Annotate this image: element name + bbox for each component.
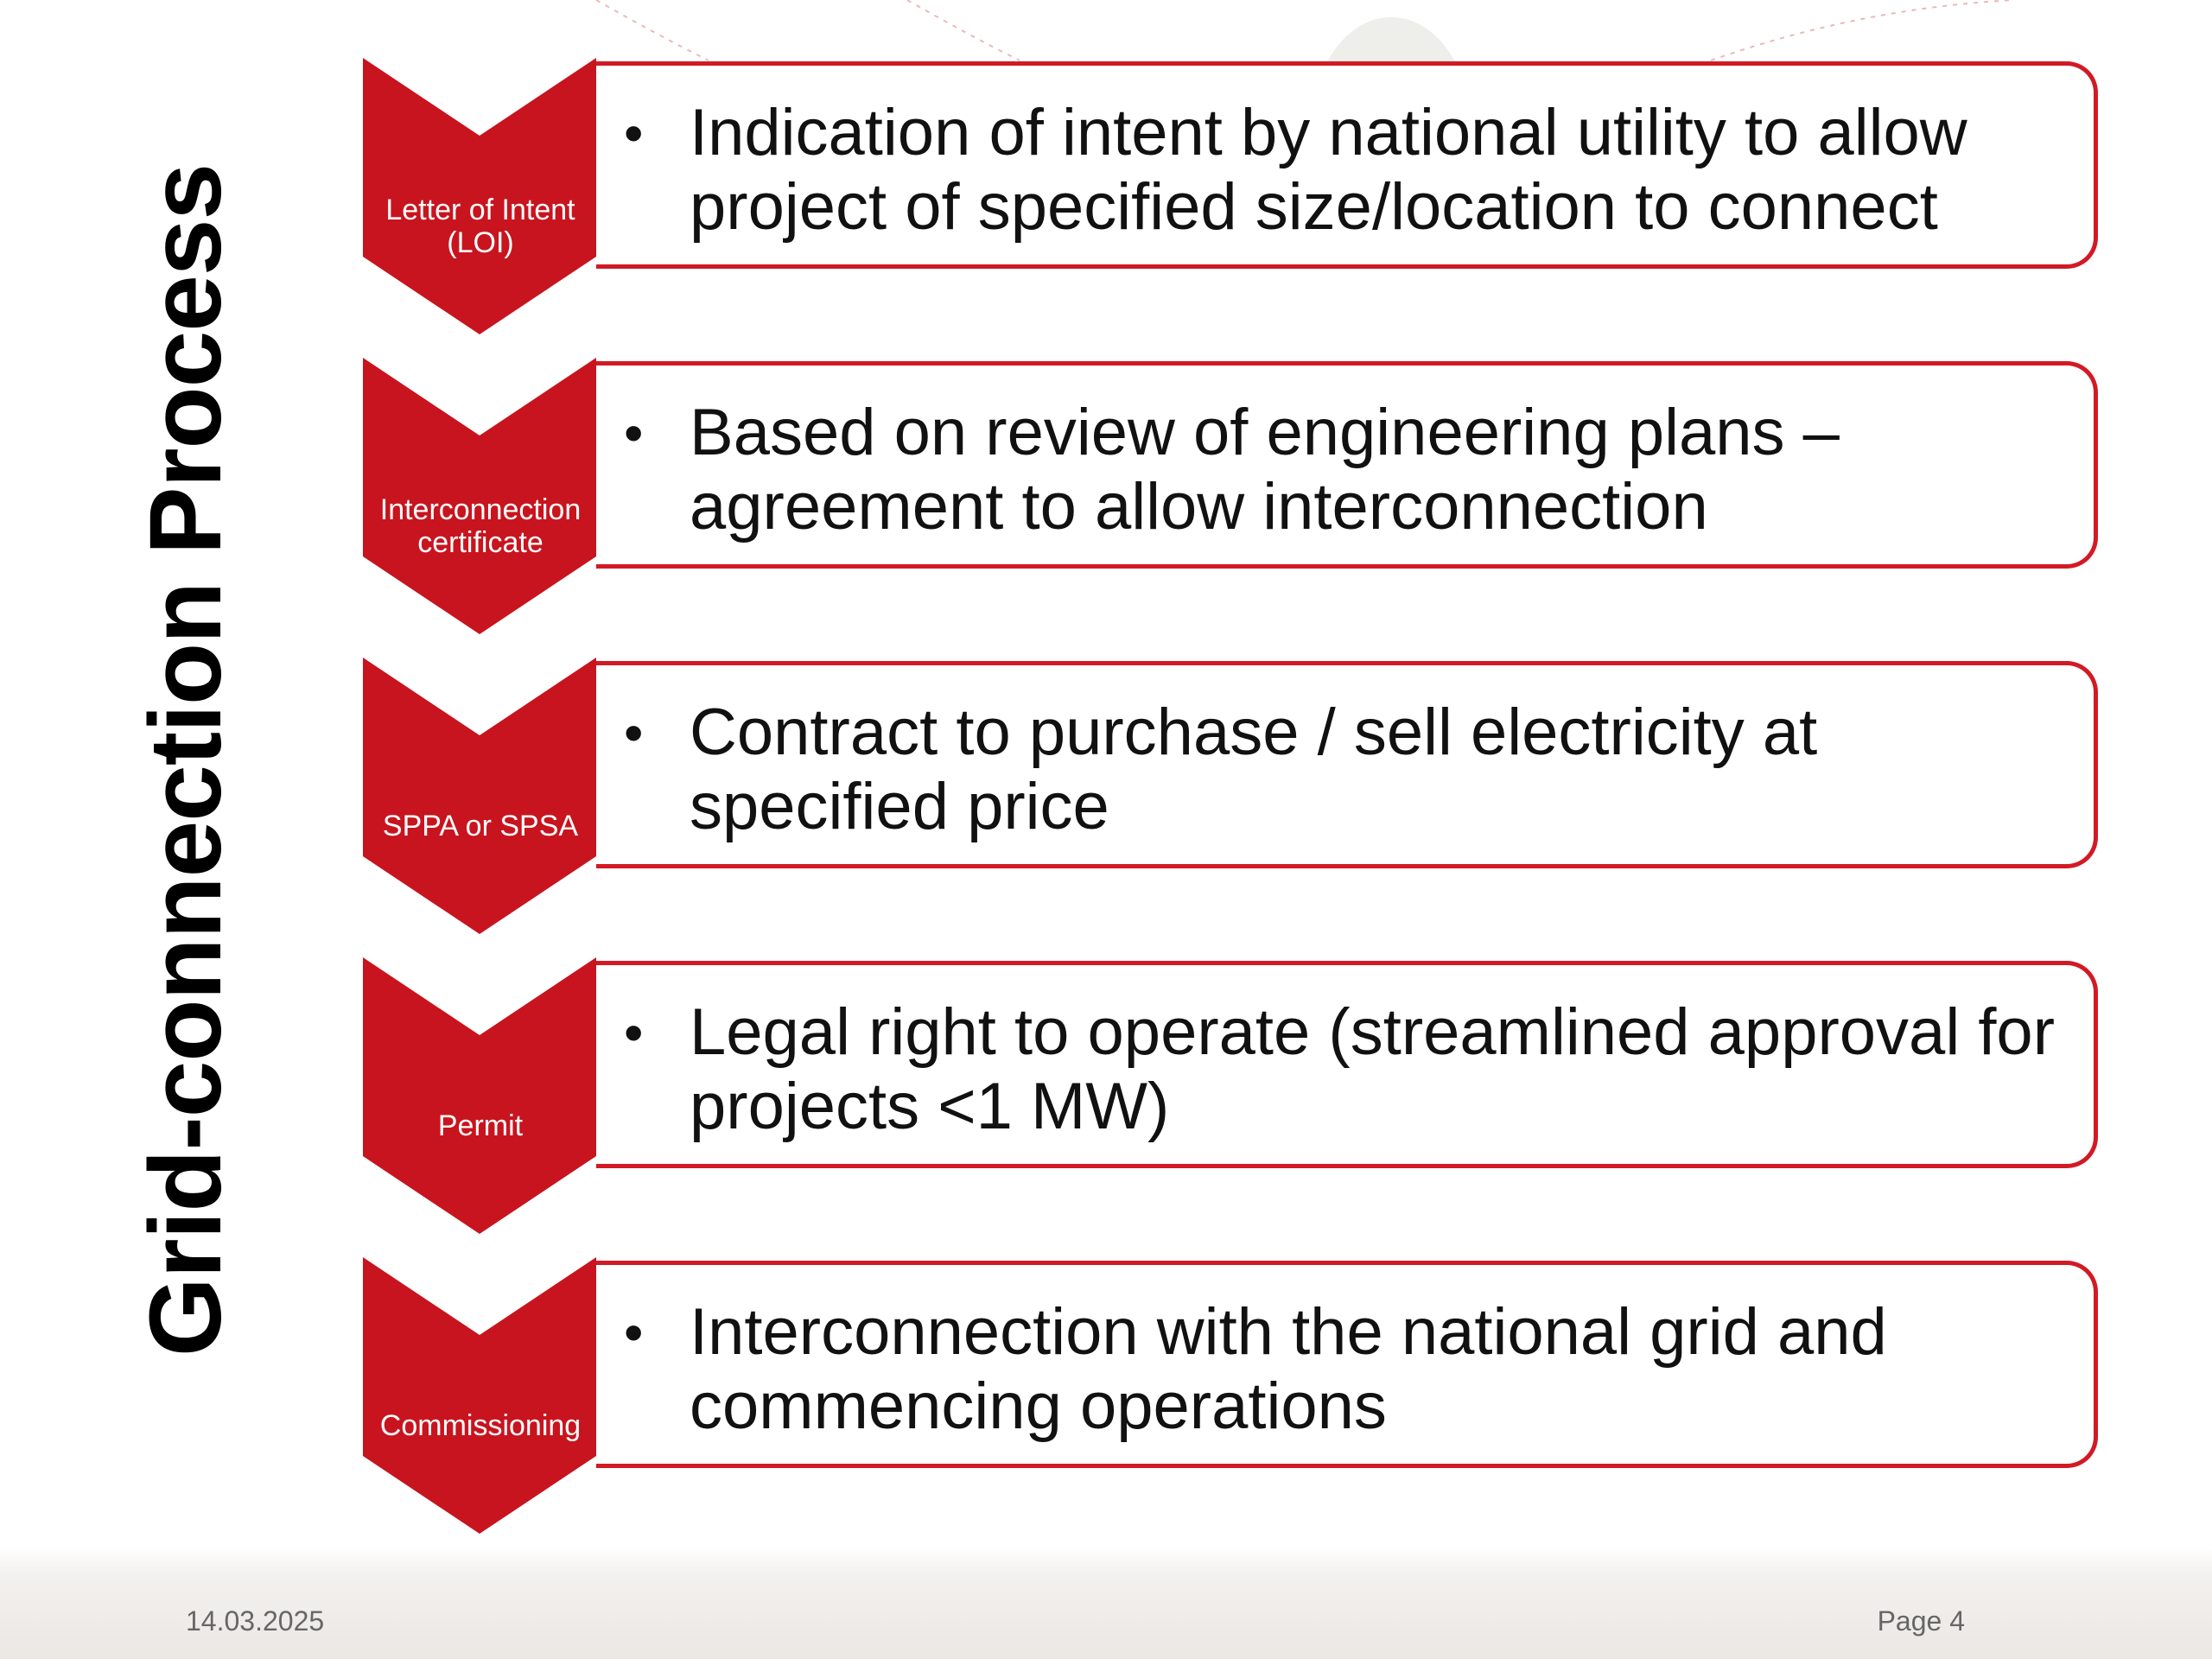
step-description-box: • Interconnection with the national grid… (596, 1261, 2098, 1468)
footer-date: 14.03.2025 (186, 1605, 325, 1637)
step-description-box: • Indication of intent by national utili… (596, 61, 2098, 269)
bullet-icon: • (624, 402, 644, 464)
page-number: Page 4 (1877, 1605, 1965, 1637)
step-label-permit: Permit (437, 1109, 524, 1142)
step-description-box: • Legal right to operate (streamlined ap… (596, 961, 2098, 1168)
footer-band (0, 1547, 2212, 1659)
step-chevron (363, 957, 596, 1234)
bullet-icon: • (624, 102, 644, 164)
step-label-commissioning: Commissioning (379, 1409, 582, 1442)
step-chevron (363, 58, 596, 334)
step-description: Contract to purchase / sell electricity … (690, 696, 1818, 843)
step-chevron (363, 358, 596, 634)
bullet-icon: • (624, 1001, 644, 1064)
bullet-icon: • (624, 1301, 644, 1363)
step-description: Interconnection with the national grid a… (690, 1295, 1887, 1443)
step-label-loi: Letter of Intent (LOI) (385, 194, 575, 259)
step-label-interconnection-certificate: Interconnection certificate (379, 493, 582, 559)
step-description-box: • Based on review of engineering plans –… (596, 361, 2098, 569)
step-label-sppa-spsa: SPPA or SPSA (382, 810, 579, 842)
step-description: Indication of intent by national utility… (690, 96, 1967, 244)
step-chevron (363, 1257, 596, 1534)
step-chevron (363, 658, 596, 934)
step-description-box: • Contract to purchase / sell electricit… (596, 661, 2098, 868)
step-description: Based on review of engineering plans – a… (690, 396, 1840, 543)
bullet-icon: • (624, 702, 644, 764)
step-description: Legal right to operate (streamlined appr… (690, 995, 2056, 1143)
